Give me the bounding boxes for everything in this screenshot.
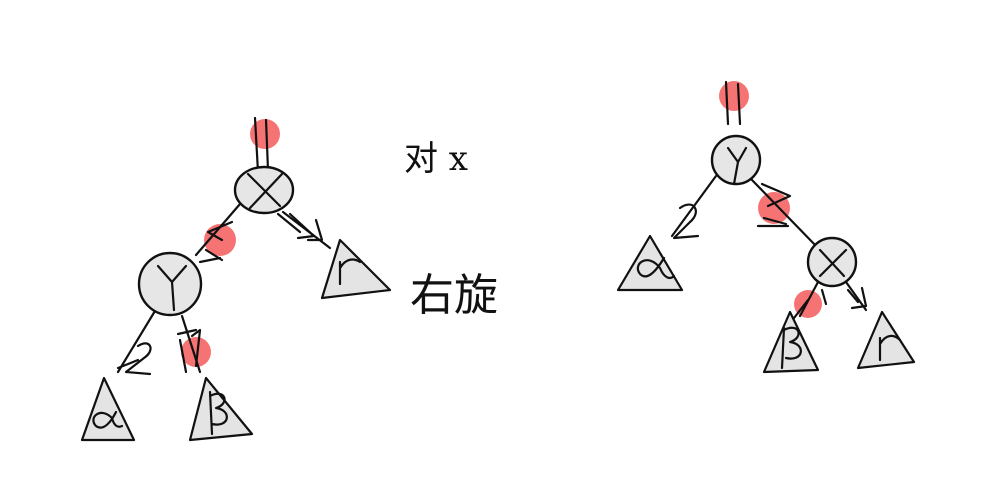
leaf-r xyxy=(856,310,916,370)
highlight-dot xyxy=(794,290,822,318)
edge-mark-above-root xyxy=(253,116,270,174)
leaf-alpha xyxy=(80,376,136,442)
leaf-r xyxy=(320,238,392,300)
leaf-beta-glyph xyxy=(780,326,802,370)
leaf-beta xyxy=(188,376,254,442)
edge-x-y xyxy=(194,202,242,257)
edge-mark-x-beta xyxy=(792,288,828,320)
edge-y-alpha xyxy=(116,304,160,374)
edge-mark-y-beta xyxy=(176,328,202,374)
left-tree xyxy=(80,116,392,442)
leaf-beta-glyph xyxy=(208,390,228,436)
caption-line-2: 右旋 xyxy=(410,270,498,321)
node-y xyxy=(710,134,762,186)
node-x-glyph xyxy=(818,248,848,278)
node-y-glyph xyxy=(156,264,188,312)
node-x xyxy=(806,236,858,288)
leaf-r-glyph xyxy=(338,258,362,286)
node-y-glyph xyxy=(726,146,748,186)
edge-mark-x-y xyxy=(198,220,234,264)
leaf-alpha-glyph xyxy=(92,410,124,429)
edge-x-r xyxy=(844,280,868,312)
highlight-dot xyxy=(181,337,211,367)
caption-line-1: 对 x xyxy=(404,139,468,179)
leaf-r-glyph xyxy=(878,334,902,362)
edge-y-x xyxy=(750,178,820,250)
right-tree xyxy=(616,80,916,374)
leaf-alpha-glyph xyxy=(636,256,676,279)
edge-x-beta xyxy=(798,280,820,318)
node-x xyxy=(233,165,295,215)
edge-mark-y-alpha xyxy=(672,203,700,240)
edge-mark-y-alpha xyxy=(116,342,152,376)
highlight-dot xyxy=(758,192,790,224)
edge-mark-y-x xyxy=(756,182,792,228)
leaf-beta xyxy=(762,310,820,374)
highlight-dot xyxy=(250,119,280,149)
node-x-glyph xyxy=(246,172,284,210)
edge-mark-x-r xyxy=(846,286,868,310)
caption: 对 x 右旋 xyxy=(404,139,498,321)
edge-mark-above-root xyxy=(724,80,742,126)
leaf-alpha xyxy=(616,234,684,292)
edge-mark-x-r xyxy=(276,212,324,242)
node-y xyxy=(137,251,203,317)
highlight-dot xyxy=(719,81,749,111)
